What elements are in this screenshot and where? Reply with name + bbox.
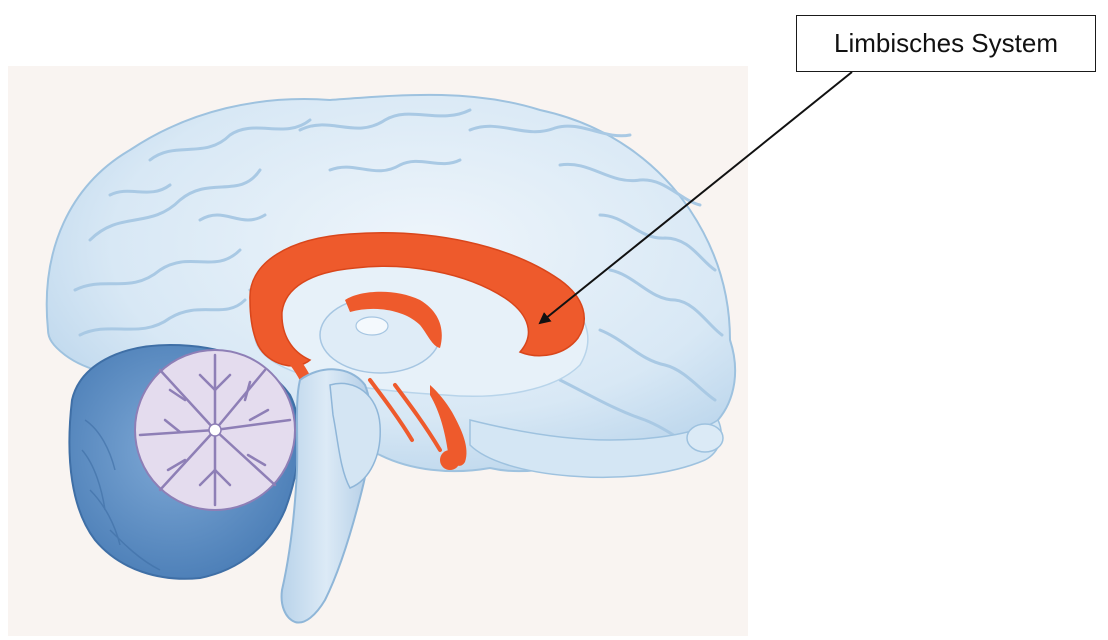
limbic-system-label-box: Limbisches System — [796, 15, 1096, 72]
thalamus-highlight — [356, 317, 388, 335]
pituitary — [687, 424, 723, 452]
cerebellum-arbor — [135, 350, 295, 510]
amygdala — [440, 450, 460, 470]
limbic-system-label: Limbisches System — [834, 28, 1058, 59]
